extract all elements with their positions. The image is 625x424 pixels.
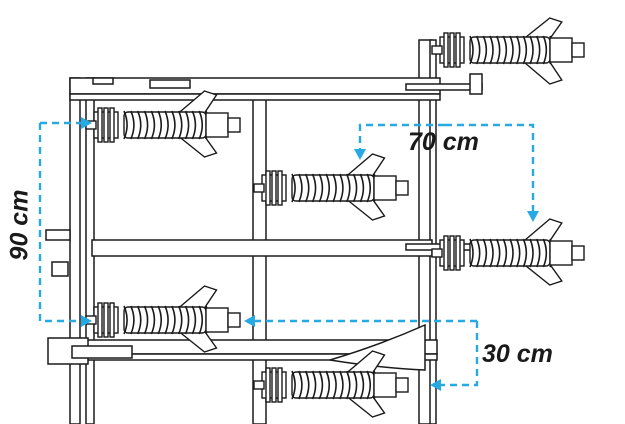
spring-tine: [431, 218, 585, 286]
horizontal-spacing-label: 70 cm: [408, 128, 479, 156]
spring-tine: [85, 90, 241, 158]
spring-tines: [85, 17, 585, 418]
spring-tine: [431, 17, 585, 85]
spring-tine: [253, 153, 409, 221]
spring-tine: [253, 350, 409, 418]
frame: [45, 39, 483, 424]
horizontal-spacing-arrow-right: [445, 123, 539, 222]
spring-tine: [85, 285, 241, 353]
dimension-arrows: [38, 117, 539, 391]
offset-arrow-top: [244, 315, 477, 327]
vertical-spacing-arrow-top: [38, 117, 92, 230]
vertical-spacing-arrow-bottom: [38, 230, 92, 327]
offset-label: 30 cm: [482, 340, 553, 368]
vertical-spacing-label: 90 cm: [5, 189, 34, 261]
horizontal-spacing-arrow-left: [354, 123, 445, 160]
offset-arrow-bottom: [430, 321, 479, 391]
